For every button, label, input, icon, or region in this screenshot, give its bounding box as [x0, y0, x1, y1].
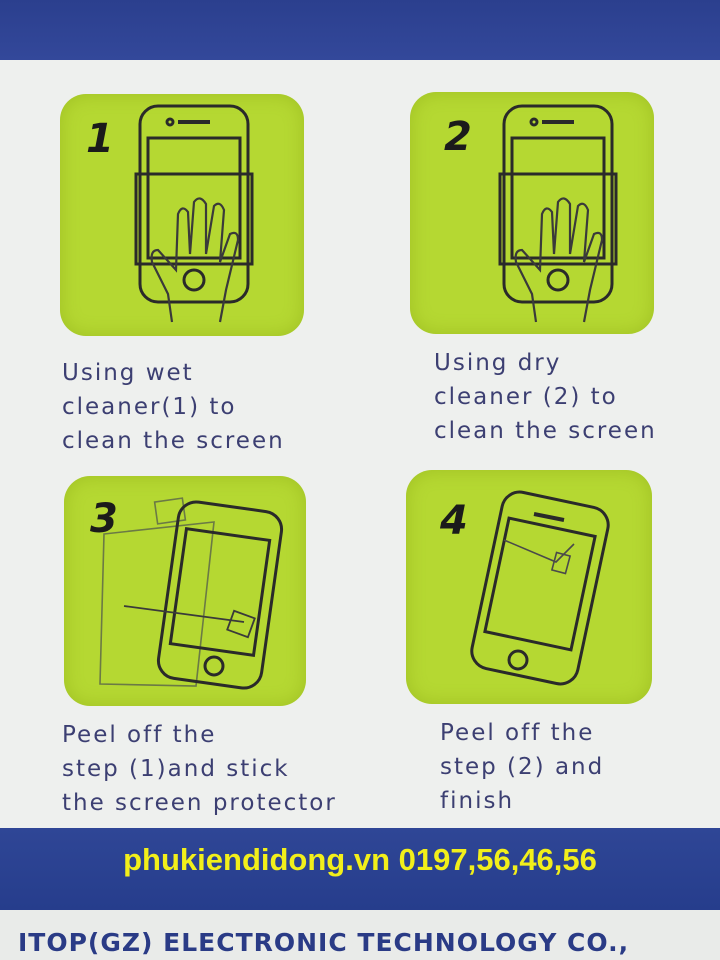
step-number: 1	[86, 116, 114, 162]
step-2-panel: 2	[410, 92, 654, 334]
step-1-panel: 1	[60, 94, 304, 336]
caption-line: cleaner(1) to	[62, 394, 237, 420]
phone-with-hand-icon	[498, 104, 618, 323]
caption-line: the screen protector	[62, 790, 337, 816]
caption-line: finish	[440, 788, 515, 814]
caption-line: step (2) and	[440, 754, 605, 780]
step-2-caption: Using dry cleaner (2) to clean the scree…	[434, 346, 657, 448]
caption-line: clean the screen	[434, 418, 657, 444]
step-number: 3	[90, 496, 118, 542]
caption-line: cleaner (2) to	[434, 384, 618, 410]
caption-line: Using wet	[62, 360, 194, 386]
phone-finished-icon	[470, 490, 610, 686]
top-blue-band	[0, 0, 720, 60]
step-3-panel: 3	[64, 476, 306, 706]
phone-with-hand-icon	[134, 104, 254, 323]
caption-line: Peel off the	[440, 720, 595, 746]
step-1-caption: Using wet cleaner(1) to clean the screen	[62, 356, 285, 458]
caption-line: Peel off the	[62, 722, 217, 748]
caption-line: Using dry	[434, 350, 562, 376]
phone-peel-film-icon	[99, 497, 284, 690]
caption-line: clean the screen	[62, 428, 285, 454]
company-name: ITOP(GZ) ELECTRONIC TECHNOLOGY CO.,	[18, 928, 630, 957]
step-4-caption: Peel off the step (2) and finish	[440, 716, 604, 818]
step-number: 2	[444, 114, 472, 160]
footer-area	[0, 910, 720, 960]
promo-text: phukiendidong.vn 0197,56,46,56	[123, 842, 597, 877]
step-3-caption: Peel off the step (1)and stick the scree…	[62, 718, 337, 820]
caption-line: step (1)and stick	[62, 756, 290, 782]
bottom-blue-band	[0, 828, 720, 910]
step-4-panel: 4	[406, 470, 652, 704]
step-number: 4	[440, 498, 468, 544]
